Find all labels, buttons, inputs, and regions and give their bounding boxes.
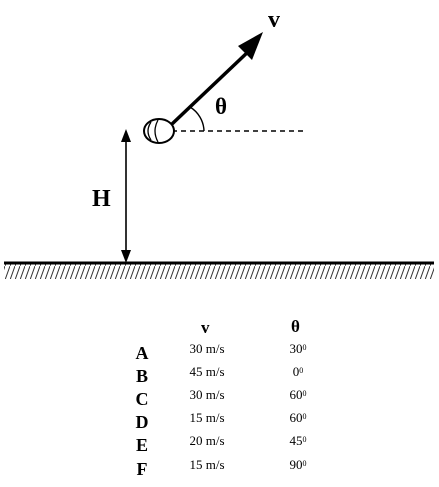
velocity-value: 15 m/s (189, 410, 225, 425)
velocity-value: 30 m/s (189, 341, 225, 356)
velocity-value: 30 m/s (189, 387, 225, 402)
angle-column-header: θ (291, 317, 300, 336)
row-label: C (135, 389, 149, 409)
angle-value: 450 (289, 433, 307, 448)
projectile-ball (143, 118, 175, 144)
row-label: B (135, 366, 148, 386)
angle-value: 600 (289, 387, 307, 402)
height-arrow (121, 129, 131, 263)
row-label: D (135, 412, 149, 432)
projectile-diagram: H θ v (4, 7, 434, 279)
velocity-value: 15 m/s (189, 457, 225, 472)
angle-value: 900 (289, 457, 307, 472)
velocity-column-header: v (201, 318, 210, 337)
row-label: E (135, 435, 148, 455)
velocity-value: 20 m/s (189, 433, 225, 448)
row-label: A (135, 343, 149, 363)
angle-value: 300 (289, 341, 307, 356)
angle-arc (189, 106, 205, 132)
angle-value: 600 (289, 410, 307, 425)
angle-value: 00 (292, 364, 304, 379)
velocity-arrow (170, 32, 263, 126)
angle-label: θ (215, 94, 227, 119)
velocity-value: 45 m/s (189, 364, 225, 379)
ground (4, 261, 434, 279)
velocity-label: v (268, 7, 280, 33)
row-label: F (136, 459, 148, 479)
height-label: H (92, 186, 111, 212)
